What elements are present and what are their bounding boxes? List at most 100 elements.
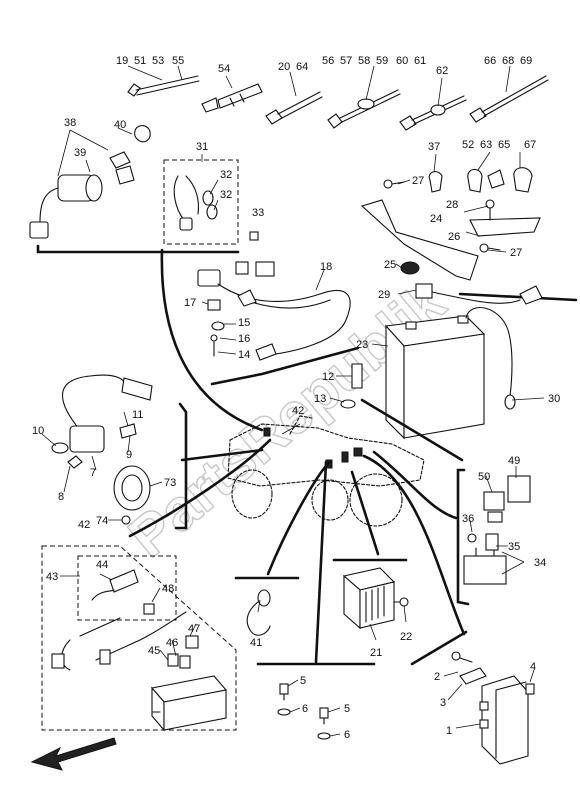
callout-60: 60 [396, 55, 408, 67]
group-line-cdi [362, 454, 466, 636]
callout-69: 69 [520, 55, 532, 67]
callout-8: 8 [58, 491, 64, 503]
callout-4: 4 [530, 661, 536, 673]
callout-36: 36 [462, 513, 474, 525]
clamp-67 [513, 167, 533, 193]
callout-37: 37 [428, 141, 440, 153]
relay-50 [483, 491, 505, 523]
callout-3: 3 [440, 697, 446, 709]
callout-27: 27 [412, 175, 424, 187]
fuse-46-47 [167, 635, 199, 669]
callout-labels: 19 51 53 55 54 20 64 56 57 58 59 60 61 6… [32, 55, 560, 741]
group-line-bottom [314, 460, 328, 664]
rectifier-21 [342, 567, 396, 630]
main-switch-assembly [29, 125, 151, 239]
cable-clamp-54 [201, 83, 263, 113]
callout-32: 32 [220, 189, 232, 201]
callout-1: 1 [446, 725, 452, 737]
clamp-52 [467, 168, 505, 193]
relay-box-45 [150, 675, 228, 732]
callout-65: 65 [498, 139, 510, 151]
callout-45: 45 [148, 645, 160, 657]
group-bracket-switch [36, 244, 240, 254]
bolt-28 [485, 199, 495, 221]
callout-2: 2 [434, 671, 440, 683]
screw-36 [467, 533, 477, 543]
callout-67: 67 [524, 139, 536, 151]
callout-25: 25 [384, 259, 396, 271]
battery-cable-29 [415, 283, 543, 305]
callout-57: 57 [340, 55, 352, 67]
callout-42: 42 [292, 405, 304, 417]
battery-bracket-24 [360, 199, 541, 281]
callout-12: 12 [322, 371, 334, 383]
callout-29: 29 [378, 289, 390, 301]
callout-11: 11 [132, 409, 143, 421]
callout-31: 31 [196, 141, 208, 153]
cable-tie-56 [327, 89, 401, 129]
callout-5: 5 [300, 675, 306, 687]
cable-tie-62 [399, 95, 467, 131]
clamp-37 [428, 171, 443, 193]
battery-cable-30 [465, 307, 516, 410]
group-line-right [360, 398, 464, 462]
group-bracket-fuse [210, 346, 360, 386]
callout-42: 42 [78, 519, 90, 531]
callout-6: 6 [344, 729, 350, 741]
group-bracket-coil [174, 402, 188, 530]
group-bracket-battery [458, 292, 578, 302]
callout-14: 14 [238, 349, 250, 361]
bracket-3 [459, 667, 487, 685]
callout-15: 15 [238, 317, 250, 329]
callout-49: 49 [508, 455, 520, 467]
callout-33: 33 [252, 207, 264, 219]
washer-6-b [317, 732, 331, 740]
group-line-rect [350, 470, 380, 556]
callout-53: 53 [152, 55, 164, 67]
callout-30: 30 [548, 393, 560, 405]
callout-55: 55 [172, 55, 184, 67]
callout-27: 27 [510, 247, 522, 259]
bolt-2 [451, 651, 473, 663]
callout-41: 41 [250, 637, 262, 649]
callout-50: 50 [478, 471, 490, 483]
callout-21: 21 [370, 647, 382, 659]
group-box-31 [163, 159, 239, 245]
callout-73: 73 [164, 477, 176, 489]
callout-10: 10 [32, 425, 44, 437]
bolt-4 [525, 683, 535, 695]
callout-52: 52 [462, 139, 474, 151]
callout-44: 44 [96, 559, 108, 571]
fuse-box-34 [463, 533, 507, 585]
screw-33 [249, 231, 259, 241]
cdi-unit-1 [479, 675, 529, 765]
callout-9: 9 [126, 449, 132, 461]
bolt-5-b [319, 707, 329, 725]
group-line-right2 [372, 450, 458, 520]
front-arrow-icon [30, 737, 117, 771]
callout-63: 63 [480, 139, 492, 151]
callout-18: 18 [320, 261, 332, 273]
group-box-42 [41, 545, 237, 731]
callout-16: 16 [238, 333, 250, 345]
group-line-top [160, 248, 264, 432]
bolt-27-a [383, 179, 405, 189]
group-box-43 [77, 555, 177, 621]
group-bracket-cdi [410, 630, 468, 666]
callout-24: 24 [430, 213, 442, 225]
wiring-sub-harness-44 [51, 569, 187, 671]
callout-40: 40 [114, 119, 126, 131]
callout-56: 56 [322, 55, 334, 67]
callout-58: 58 [358, 55, 370, 67]
callout-28: 28 [446, 199, 458, 211]
cable-tie-19 [127, 75, 200, 97]
relay-leads-31 [173, 175, 218, 231]
washer-6-a [277, 708, 291, 716]
callout-26: 26 [448, 231, 460, 243]
ignition-coil-7 [51, 374, 153, 469]
callout-38: 38 [64, 117, 76, 129]
callout-32: 32 [220, 169, 232, 181]
callout-48: 48 [162, 583, 174, 595]
callout-59: 59 [376, 55, 388, 67]
